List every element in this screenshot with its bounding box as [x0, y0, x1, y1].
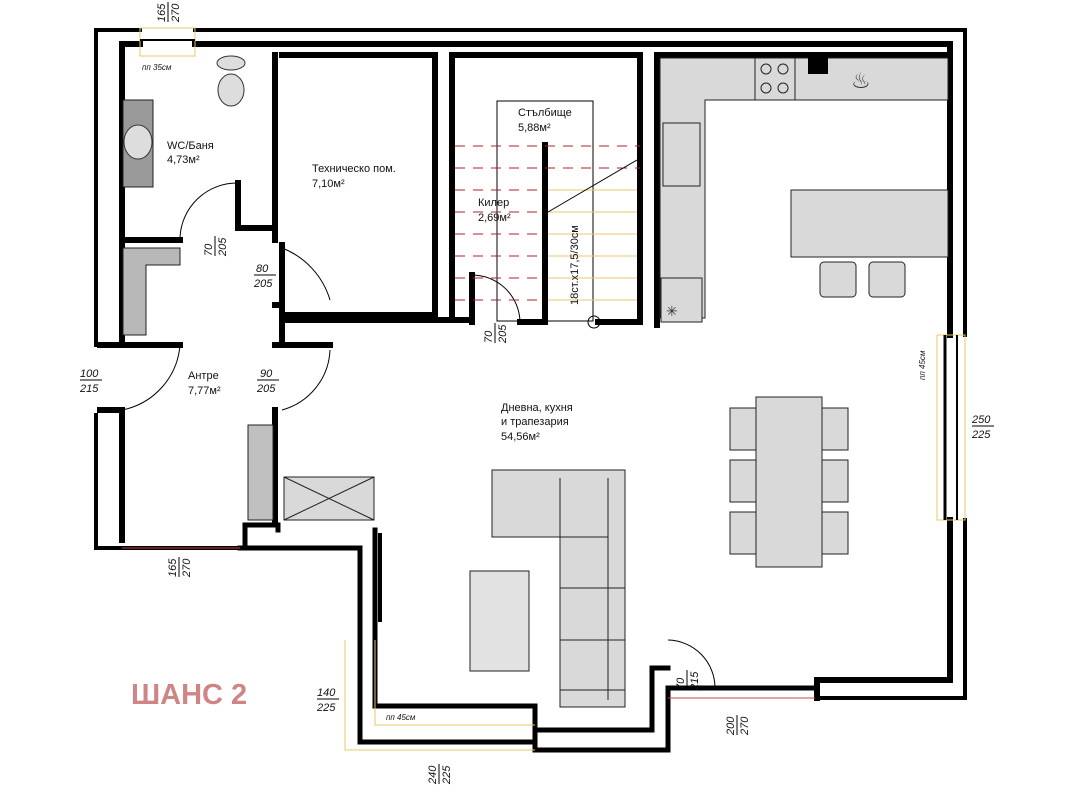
svg-text:205: 205 — [253, 278, 273, 290]
sill-label: пп 35см — [142, 63, 172, 72]
toilet-icon — [217, 73, 245, 107]
cooktop-icon — [754, 57, 796, 101]
staircase — [455, 100, 640, 329]
svg-text:70: 70 — [483, 330, 495, 343]
sill-label: пп 45см — [918, 350, 927, 380]
room-labels: WC/Баня 4,73м² Техническо пом. 7,10м² Ст… — [142, 63, 927, 722]
svg-text:200: 200 — [725, 716, 737, 736]
plan-title: ШАНС 2 — [131, 679, 247, 711]
door-swings — [121, 182, 716, 689]
bar-stool — [819, 261, 857, 298]
furniture: ♨ ✳ — [122, 55, 949, 708]
svg-text:165: 165 — [167, 558, 179, 577]
svg-text:✳: ✳ — [666, 303, 678, 319]
room-name: Стълбище — [518, 107, 572, 119]
exterior-walls — [94, 28, 967, 753]
svg-text:205: 205 — [497, 324, 509, 344]
bar-stool — [868, 261, 906, 298]
corner-sofa — [491, 469, 626, 708]
room-area: 54,56м² — [501, 431, 540, 443]
room-area: 4,73м² — [167, 154, 200, 166]
svg-text:240: 240 — [427, 765, 439, 785]
dining-chair — [729, 407, 757, 451]
toilet-tank-icon — [216, 55, 246, 71]
svg-text:270: 270 — [170, 3, 182, 23]
coffee-table — [469, 570, 530, 672]
svg-text:225: 225 — [441, 765, 453, 785]
room-area: 2,69м² — [478, 212, 511, 224]
dining-chair — [821, 511, 849, 555]
wardrobe — [122, 247, 181, 336]
kitchen-sink-icon — [662, 122, 701, 187]
shoe-cabinet — [247, 424, 274, 521]
interior-walls — [97, 52, 953, 523]
dining-chair — [729, 511, 757, 555]
dining-chair — [821, 407, 849, 451]
svg-text:270: 270 — [739, 716, 751, 736]
svg-text:90: 90 — [260, 368, 273, 380]
dining-table — [755, 396, 823, 568]
room-area: 7,10м² — [312, 178, 345, 190]
svg-text:250: 250 — [971, 414, 991, 426]
room-name: Антре — [188, 370, 219, 382]
room-area: 5,88м² — [518, 122, 551, 134]
svg-text:270: 270 — [181, 558, 193, 578]
chimney-icon — [808, 57, 828, 74]
svg-text:70: 70 — [675, 677, 687, 690]
svg-text:205: 205 — [217, 237, 229, 257]
svg-text:215: 215 — [79, 383, 99, 395]
svg-text:225: 225 — [971, 429, 991, 441]
room-name: Килер — [478, 197, 509, 209]
room-name: Дневна, кухня — [501, 402, 573, 414]
room-name: и трапезария — [501, 416, 569, 428]
kitchen-island — [790, 189, 949, 258]
stairs-spec: 18ст.х17,5/30см — [569, 225, 581, 305]
svg-text:140: 140 — [317, 687, 336, 699]
windows — [122, 27, 966, 751]
svg-text:205: 205 — [256, 383, 276, 395]
svg-text:100: 100 — [80, 368, 99, 380]
fire-icon: ♨ — [851, 68, 871, 93]
sink-icon — [123, 124, 153, 160]
sill-label: пп 45см — [386, 713, 416, 722]
room-name: WC/Баня — [167, 140, 214, 152]
svg-text:70: 70 — [203, 243, 215, 256]
dining-chair — [821, 459, 849, 503]
dining-chair — [729, 459, 757, 503]
fridge-icon — [660, 277, 703, 323]
room-area: 7,77м² — [188, 385, 221, 397]
svg-text:80: 80 — [256, 263, 269, 275]
svg-text:225: 225 — [316, 702, 336, 714]
room-name: Техническо пом. — [312, 163, 396, 175]
svg-text:165: 165 — [156, 3, 168, 22]
svg-text:215: 215 — [689, 671, 701, 691]
